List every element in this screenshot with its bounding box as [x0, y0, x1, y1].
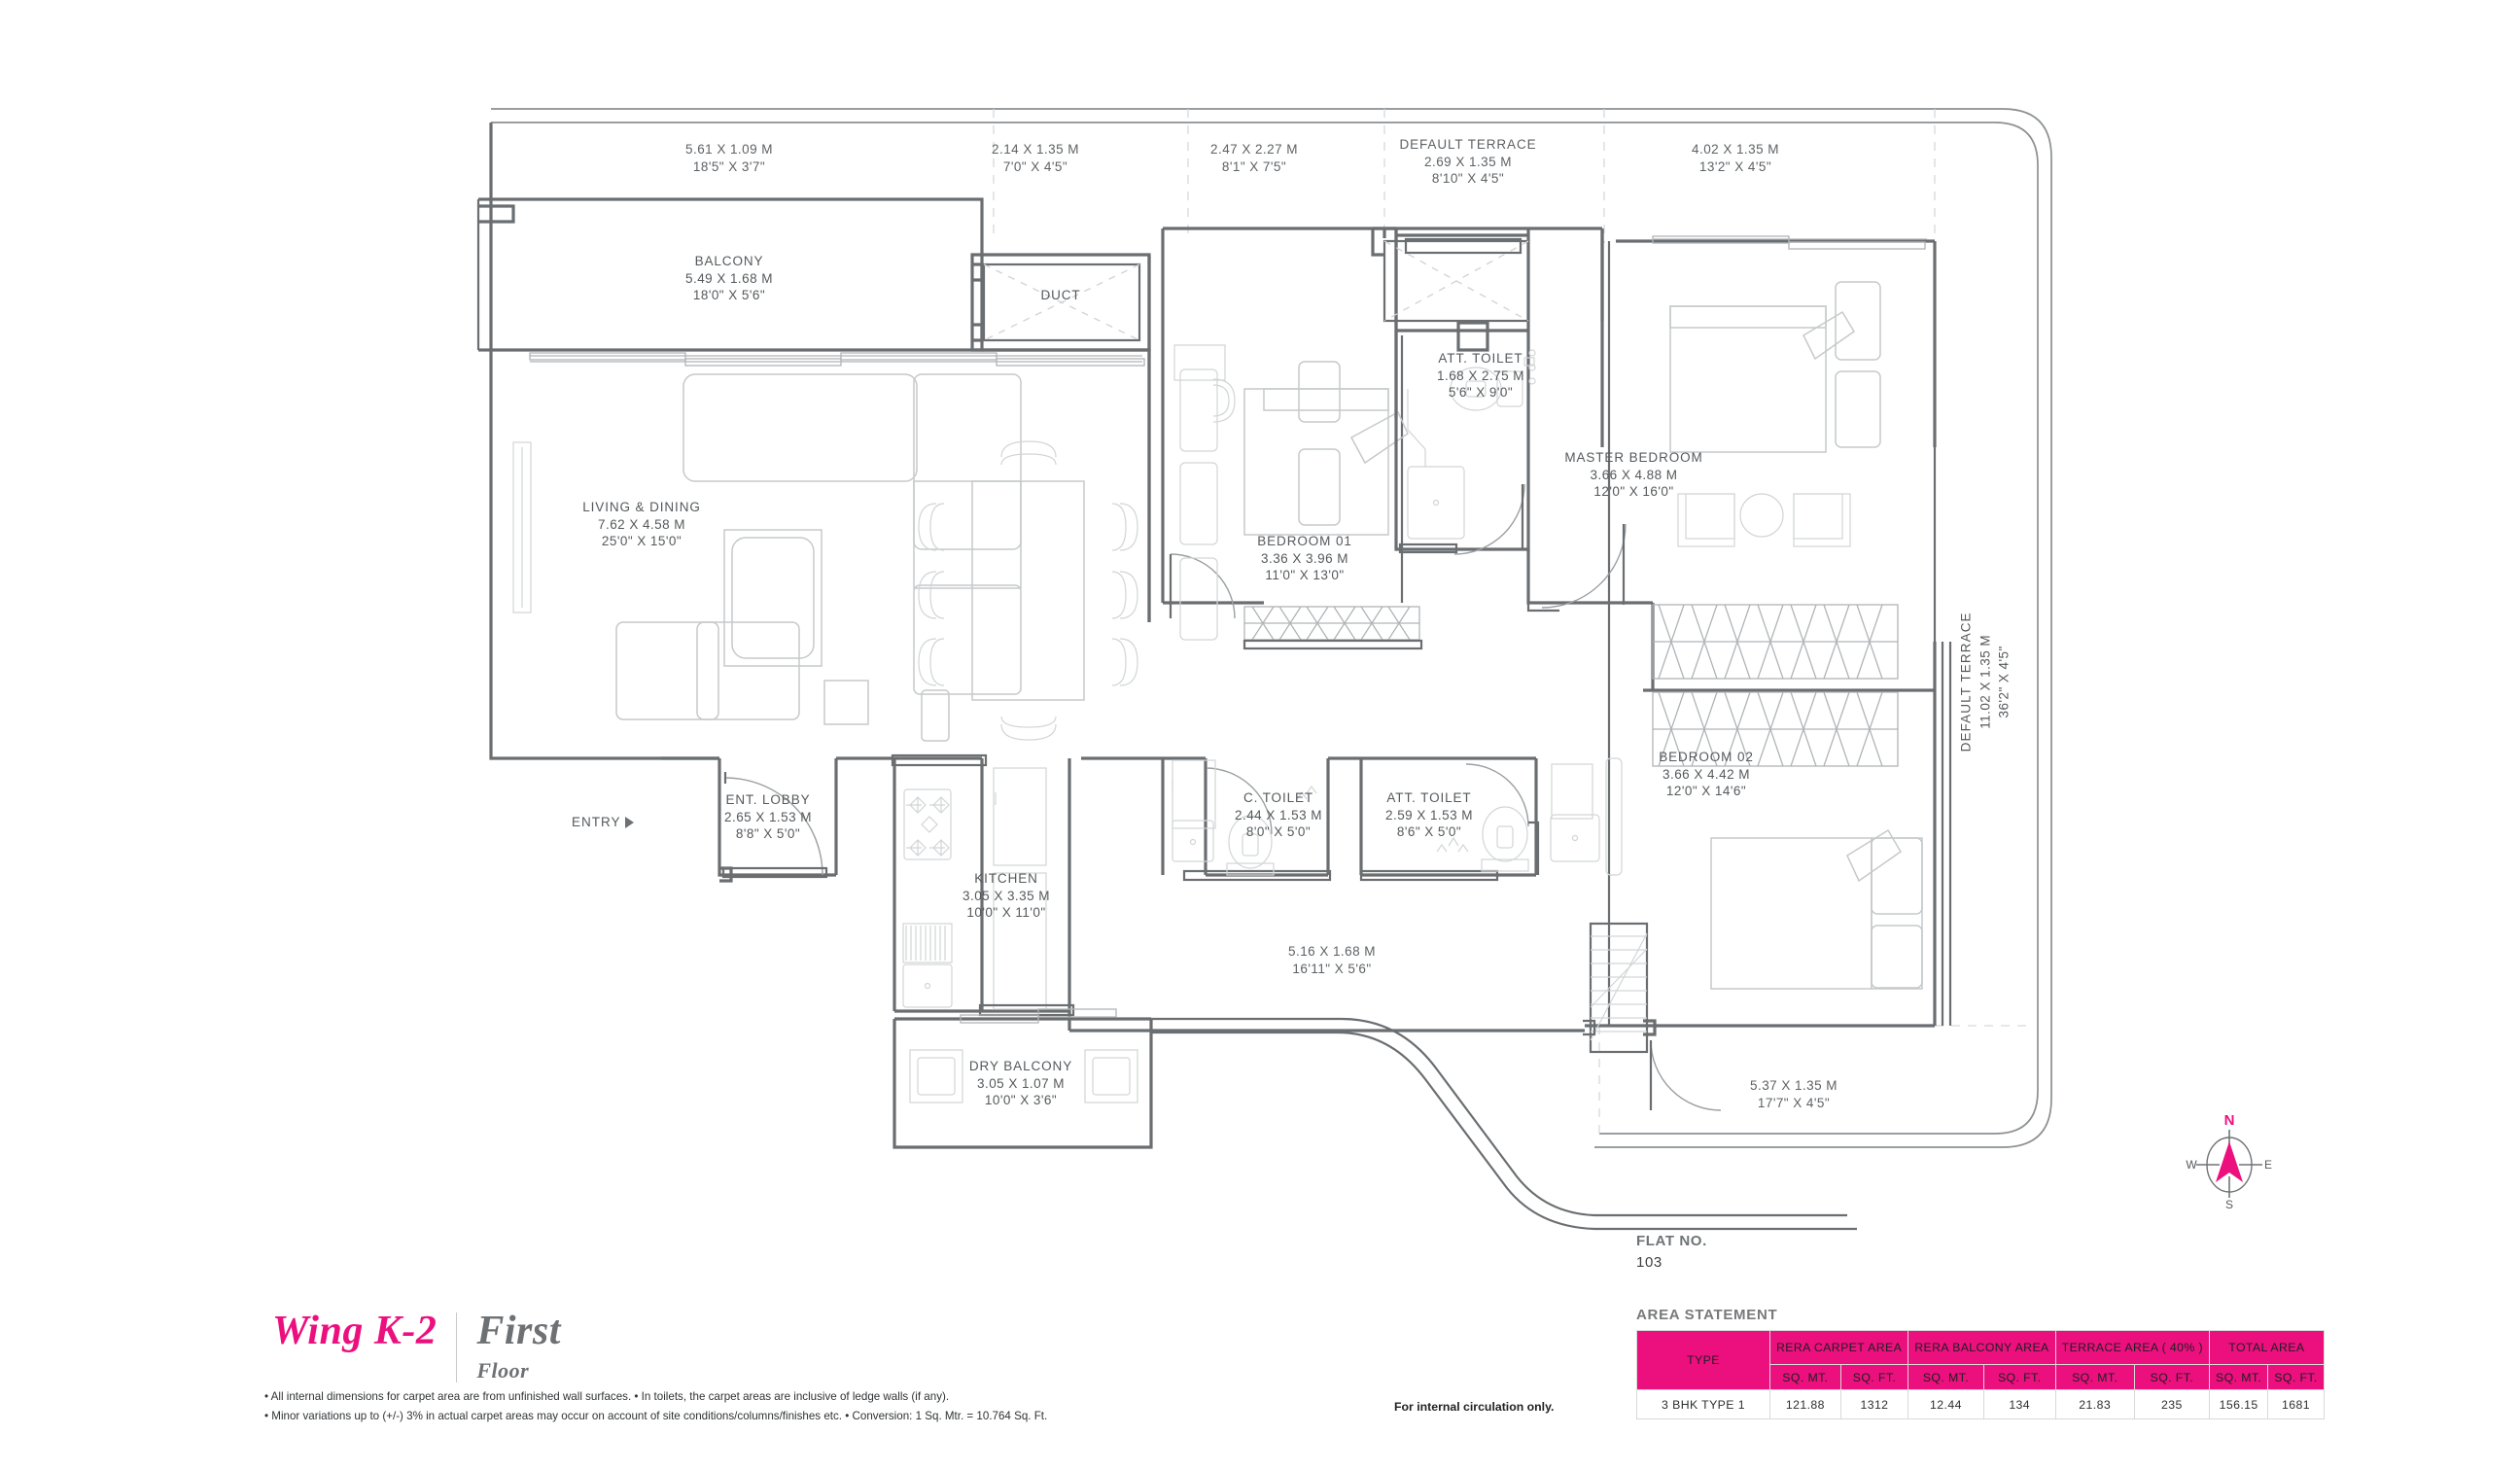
row-carpet-sqft: 1312: [1839, 1389, 1909, 1419]
unit-total-sqmt: SQ. MT.: [2209, 1364, 2269, 1390]
table-row: 3 BHK TYPE 1 121.88 1312 12.44 134 21.83…: [1636, 1389, 2325, 1419]
bedroom-02: [1585, 603, 1937, 1028]
bedroom02-door: [1643, 1019, 1722, 1111]
area-header-group-row: TYPE RERA CARPET AREA RERA BALCONY AREA …: [1636, 1330, 2325, 1390]
row-carpet-sqmt: 121.88: [1769, 1389, 1841, 1419]
internal-circulation-note: For internal circulation only.: [1394, 1400, 1555, 1414]
staircase: [1589, 922, 1649, 1054]
unit-balcony-sqmt: SQ. MT.: [1908, 1364, 1984, 1390]
unit-carpet-sqft: SQ. FT.: [1839, 1364, 1909, 1390]
flat-number-block: FLAT NO. 103: [1636, 1233, 1707, 1271]
living-dining-walls: [489, 348, 1151, 760]
row-balcony-sqft: 134: [1982, 1389, 2056, 1419]
row-balcony-sqmt: 12.44: [1908, 1389, 1984, 1419]
floor-title-main: First: [476, 1309, 561, 1353]
area-col-rera-balcony: RERA BALCONY AREA: [1908, 1330, 2056, 1365]
footnotes: • All internal dimensions for carpet are…: [264, 1387, 1047, 1427]
entry-text: ENTRY: [572, 815, 621, 829]
unit-terrace-sqmt: SQ. MT.: [2054, 1364, 2135, 1390]
compass-rose: N W E S: [2183, 1110, 2276, 1211]
kitchen: [891, 753, 1075, 1017]
wall-jambs: [1583, 1019, 1596, 1036]
building-envelope: [491, 108, 2052, 1148]
bottom-curve-wall: [1151, 1017, 1857, 1231]
att-toilet-bed02: [1359, 757, 1623, 882]
area-statement-title: AREA STATEMENT: [1636, 1307, 1778, 1323]
master-bedroom: [1526, 228, 1937, 642]
row-total-sqmt: 156.15: [2209, 1389, 2269, 1419]
unit-total-sqft: SQ. FT.: [2267, 1364, 2325, 1390]
row-total-sqft: 1681: [2267, 1389, 2325, 1419]
branding-block: Wing K-2 First Floor: [272, 1311, 561, 1382]
bedroom-01: [1147, 227, 1423, 650]
unit-balcony-sqft: SQ. FT.: [1982, 1364, 2056, 1390]
row-type: 3 BHK TYPE 1: [1636, 1389, 1770, 1419]
default-terrace-right: [1941, 642, 1952, 1026]
footnote-line-1: • All internal dimensions for carpet are…: [264, 1390, 950, 1403]
entry-arrow-icon: [624, 816, 634, 828]
ent-lobby: [661, 756, 982, 883]
floor-title-sub: Floor: [476, 1358, 530, 1382]
flat-number-caption: FLAT NO.: [1636, 1233, 1707, 1249]
floor-title-wrap: First Floor: [457, 1311, 561, 1382]
footnote-line-2: • Minor variations up to (+/-) 3% in act…: [264, 1410, 1048, 1423]
brand-divider: [456, 1312, 458, 1382]
wing-title: Wing K-2: [272, 1309, 438, 1353]
duct: [970, 253, 1151, 352]
row-terrace-sqft: 235: [2133, 1389, 2211, 1419]
area-statement-block: AREA STATEMENT TYPE RERA CARPET AREA RER…: [1636, 1307, 2325, 1419]
row-terrace-sqmt: 21.83: [2054, 1389, 2135, 1419]
compass-north-label: N: [2224, 1112, 2235, 1129]
passage: [1068, 756, 1585, 1032]
area-col-terrace: TERRACE AREA ( 40% ): [2054, 1330, 2211, 1365]
living-dining-furniture: [615, 373, 1138, 742]
compass-south-label: S: [2225, 1198, 2233, 1211]
balcony-top-left: [476, 122, 984, 352]
entry-label: ENTRY: [572, 815, 634, 829]
area-col-rera-carpet: RERA CARPET AREA: [1768, 1330, 1909, 1365]
dimension-guides: [993, 109, 2032, 1138]
area-col-type: TYPE: [1636, 1330, 1770, 1390]
dry-balcony: [892, 1008, 1153, 1149]
att-toilet-master: [1382, 228, 1536, 555]
area-col-total: TOTAL AREA: [2209, 1330, 2325, 1365]
compass-east-label: E: [2264, 1158, 2272, 1172]
area-statement-table: TYPE RERA CARPET AREA RERA BALCONY AREA …: [1636, 1330, 2325, 1419]
c-toilet: [1161, 758, 1332, 882]
unit-carpet-sqmt: SQ. MT.: [1769, 1364, 1841, 1390]
compass-west-label: W: [2186, 1158, 2197, 1172]
unit-terrace-sqft: SQ. FT.: [2133, 1364, 2211, 1390]
flat-number-value: 103: [1636, 1254, 1662, 1271]
